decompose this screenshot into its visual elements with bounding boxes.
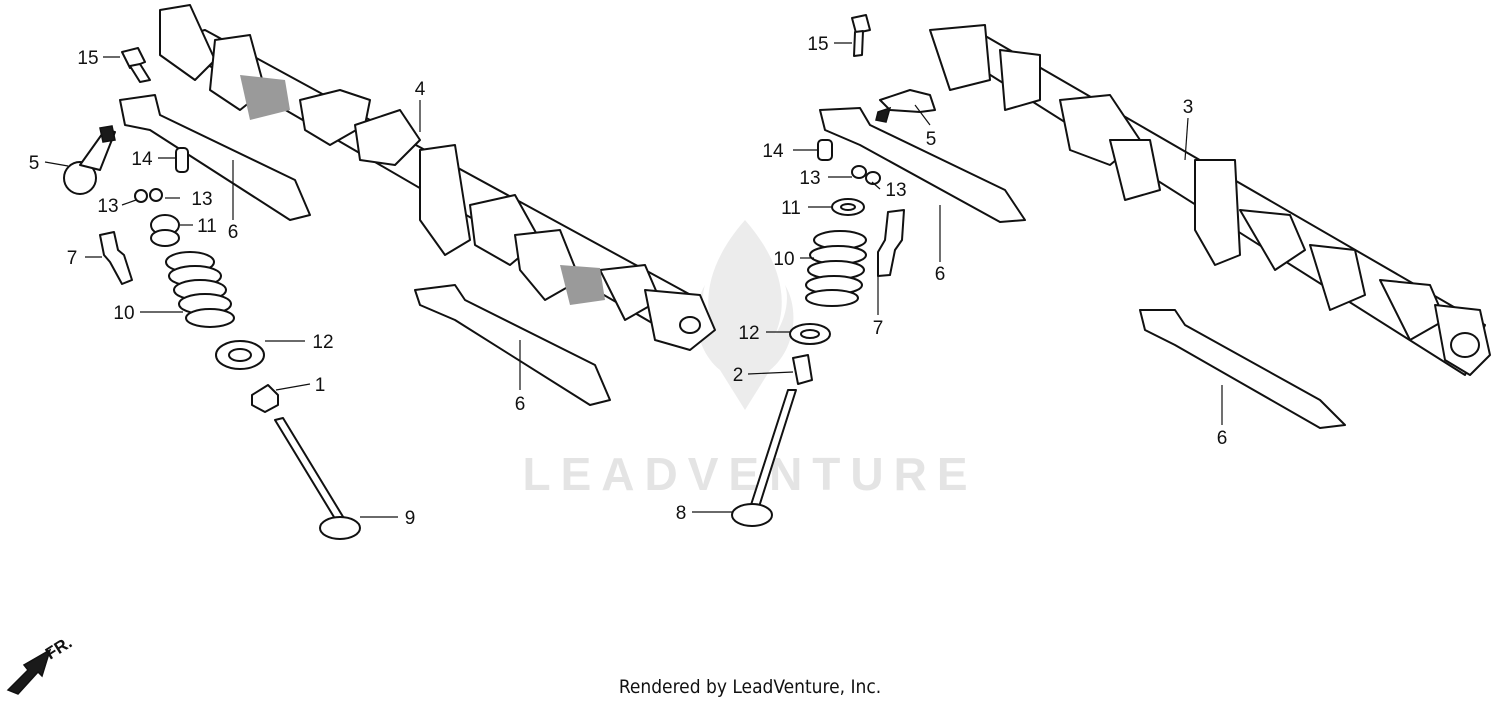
front-arrow-icon	[6, 648, 52, 695]
lifter-7-left	[99, 231, 133, 285]
camshaft-left	[159, 4, 716, 351]
callout-14-left: 14	[131, 149, 153, 170]
cotters-13-left	[134, 188, 163, 203]
callout-11-left: 11	[197, 216, 217, 237]
pin-14-right	[817, 139, 833, 161]
callout-13-right-b: 13	[885, 180, 906, 201]
callout-8: 8	[676, 503, 687, 524]
callout-13-right-a: 13	[799, 168, 820, 189]
callout-14-right: 14	[762, 141, 784, 162]
callout-12-right: 12	[738, 323, 759, 344]
callout-2: 2	[733, 365, 744, 386]
watermark-text: LEADVENTURE	[522, 448, 977, 500]
plate-left-lower	[414, 284, 611, 406]
plate-left-upper	[119, 94, 311, 221]
callout-10-right: 10	[773, 249, 794, 270]
callout-10-left: 10	[113, 303, 134, 324]
callout-12-left: 12	[312, 332, 333, 353]
callout-6-left-lower: 6	[515, 394, 526, 415]
callout-15-left: 15	[77, 48, 98, 69]
callout-6-left-upper: 6	[228, 222, 239, 243]
cotters-13-right	[851, 165, 881, 185]
callout-1: 1	[315, 375, 326, 396]
leader-lines	[44, 42, 1223, 518]
callout-3: 3	[1183, 97, 1194, 118]
seal-2-right	[792, 354, 813, 385]
bolt-15-left	[121, 47, 151, 83]
callout-13-left-a: 13	[97, 196, 118, 217]
plate-right-upper	[819, 107, 1026, 223]
seat-12-left	[215, 340, 265, 370]
watermark: LEADVENTURE	[522, 220, 977, 500]
callout-6-right-lower: 6	[1217, 428, 1228, 449]
seal-1-left	[251, 384, 279, 413]
pin-14-left	[175, 147, 189, 173]
callout-9: 9	[405, 508, 416, 529]
retainer-11-left	[150, 214, 180, 247]
callout-4: 4	[415, 79, 426, 100]
spring-10-right	[805, 230, 867, 307]
callout-7-right: 7	[873, 318, 884, 339]
callout-5-right: 5	[926, 129, 937, 150]
callout-5-left: 5	[29, 153, 40, 174]
callout-6-right-upper: 6	[935, 264, 946, 285]
callout-7-left: 7	[67, 248, 78, 269]
seat-12-right	[789, 323, 831, 345]
callout-15-right: 15	[807, 34, 828, 55]
retainer-11-right	[831, 198, 865, 216]
spring-10-left	[165, 251, 235, 328]
rocker-arm-5-right	[875, 89, 936, 123]
callout-labels: 15 5 14 13 13 11 6 7 10 12 1 9 4 6 15 5 …	[29, 34, 1228, 529]
rocker-arm-5-left	[63, 125, 116, 195]
plate-right-lower	[1139, 309, 1346, 429]
footer-credit: Rendered by LeadVenture, Inc.	[618, 676, 882, 698]
watermark-flame-icon	[696, 220, 794, 410]
callout-13-left-b: 13	[191, 189, 212, 210]
valve-9	[274, 417, 361, 540]
camshaft-right	[929, 24, 1491, 376]
valve-8	[731, 389, 797, 527]
bolt-15-right	[851, 14, 871, 57]
lifter-7-right	[877, 209, 905, 277]
callout-11-right: 11	[781, 198, 801, 219]
